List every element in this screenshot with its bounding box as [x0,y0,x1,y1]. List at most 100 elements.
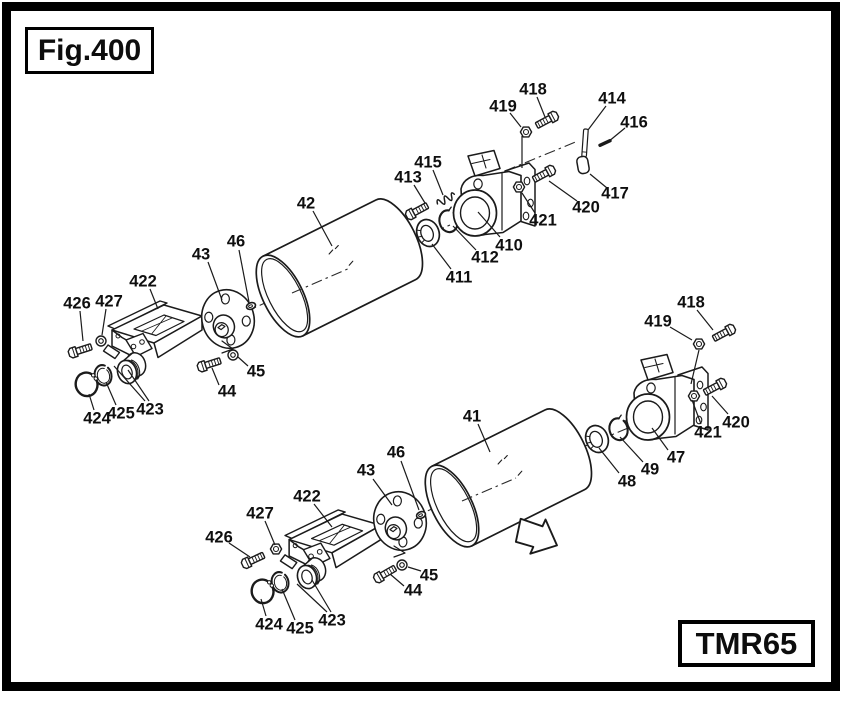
nut-421-bottom [687,390,701,402]
leader-line-423 [127,369,150,402]
part-callout-48: 48 [618,473,636,491]
bolt-418-top [533,109,561,131]
leader-line-413 [413,184,426,204]
part-callout-426: 426 [63,295,91,313]
leader-line-45 [237,356,249,367]
leader-line-417 [589,173,608,189]
part-callout-43: 43 [192,246,210,264]
leader-line-420 [711,395,729,415]
leader-line-424 [260,598,267,617]
part-callout-424: 424 [255,616,283,634]
spring-415 [435,190,457,208]
part-callout-415: 415 [414,154,442,172]
leader-line-427 [101,308,107,336]
part-callout-46: 46 [227,233,245,251]
part-callout-419: 419 [489,98,517,116]
leader-line-426 [228,542,251,558]
bracket-422-bottom [279,509,382,570]
part-callout-42: 42 [297,195,315,213]
leader-line-425 [281,588,296,621]
leader-line-46 [400,460,420,511]
part-callout-420: 420 [722,414,750,432]
part-callout-45: 45 [420,567,438,585]
leader-line-416 [607,127,626,143]
snap-ring-424-bottom [247,575,279,607]
washer-45-bottom [396,559,408,571]
leader-line-46 [238,249,250,303]
part-callout-418: 418 [677,294,705,312]
cap-417 [575,154,591,176]
part-callout-424: 424 [83,410,111,428]
leader-line-41 [477,423,491,453]
leader-line-412 [452,225,477,251]
leader-line-422 [149,288,159,310]
flange-43-top [194,282,262,356]
part-callout-425: 425 [107,405,135,423]
part-callout-44: 44 [218,383,237,401]
leader-line-424 [88,393,95,411]
leader-line-47 [651,427,669,451]
part-callout-43: 43 [357,462,375,480]
part-callout-410: 410 [495,237,523,255]
leader-line-422 [313,503,333,528]
flange-43-bottom [366,484,434,558]
leader-line-44 [389,573,405,587]
flange-bolt-link-line [221,340,406,558]
part-callout-423: 423 [318,612,346,630]
leader-line-423 [113,365,146,402]
leader-line-418 [536,96,546,118]
part-callout-41: 41 [463,408,481,426]
part-callout-47: 47 [667,449,685,467]
leader-line-419 [509,112,522,128]
leader-line-43 [372,478,393,506]
leader-line-415 [432,169,444,196]
part-callout-419: 419 [644,313,672,331]
bolt-413 [403,200,431,222]
part-callout-411: 411 [446,269,473,287]
part-callout-413: 413 [394,169,422,187]
leader-line-418 [696,309,714,331]
part-callout-422: 422 [293,488,321,506]
drum-41 [413,400,604,556]
part-callout-420: 420 [572,199,600,217]
part-callout-427: 427 [95,293,123,311]
leader-line-426 [79,310,84,342]
leader-line-410 [477,211,501,238]
part-callout-427: 427 [246,505,274,523]
leader-line-414 [587,105,607,131]
washer-427-top [95,335,107,347]
leader-line-411 [431,243,452,270]
leader-line-427 [264,520,276,546]
figure-title: Fig.400 [37,33,142,67]
leader-line-43 [207,261,223,301]
part-callout-418: 418 [519,81,547,99]
part-callout-423: 423 [136,401,164,419]
leader-line-48 [598,447,620,474]
part-callout-421: 421 [529,212,557,230]
nut-421-top [512,181,526,193]
figure-label-box: Fig.400 [25,27,154,74]
part-callout-44: 44 [404,582,423,600]
rod-414 [581,128,589,158]
nut-427-bottom [269,543,283,555]
leader-line-419 [669,326,693,341]
leader-line-423 [296,583,328,613]
part-callout-421: 421 [694,424,722,442]
leader-line-44 [211,367,220,386]
part-callout-416: 416 [620,114,648,132]
part-callout-426: 426 [205,529,233,547]
leader-line-45 [407,566,422,572]
bolt-44-bottom [371,562,399,585]
leader-line-419 [690,349,700,385]
leader-line-420 [548,180,578,202]
axis-line-inner [291,267,517,502]
bolt-426-top [66,341,94,360]
part-callout-49: 49 [641,461,659,479]
part-callout-425: 425 [286,620,314,638]
model-code: TMR65 [695,625,798,661]
part-callout-414: 414 [598,90,626,108]
model-code-box: TMR65 [678,620,815,667]
